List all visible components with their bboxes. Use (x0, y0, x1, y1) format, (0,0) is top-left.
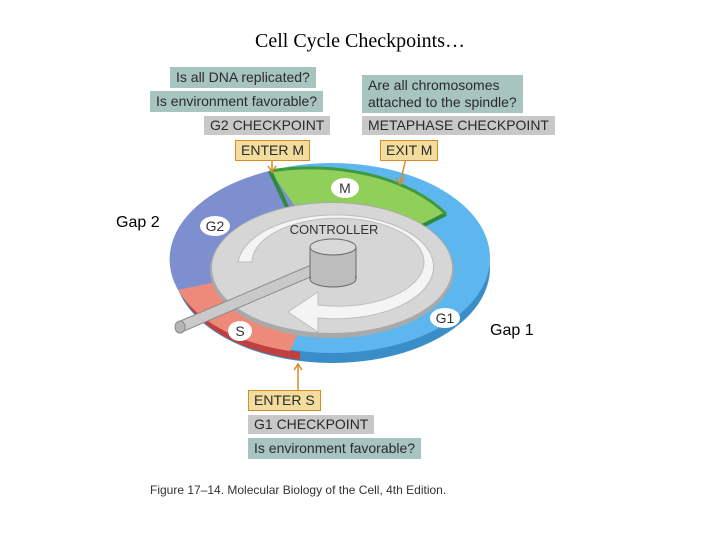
phase-s-label: S (235, 323, 244, 339)
phase-s-badge: S (228, 321, 252, 341)
cycle-arrow (237, 214, 435, 333)
phase-m-label: M (339, 180, 351, 196)
g1-question-environment: Is environment favorable? (248, 438, 422, 459)
enter-s-label: ENTER S (248, 390, 321, 411)
g1-checkpoint-label: G1 CHECKPOINT (248, 415, 375, 434)
gap2-label: Gap 2 (116, 214, 160, 231)
exit-m-label: EXIT M (380, 140, 439, 161)
figure-caption: Figure 17–14. Molecular Biology of the C… (150, 483, 447, 497)
g2-question-dna: Is all DNA replicated? (170, 67, 316, 88)
pointer-lines (267, 157, 407, 390)
enter-m-label: ENTER M (235, 140, 310, 161)
phase-g2-label: G2 (206, 218, 225, 234)
controller-label: CONTROLLER (290, 222, 379, 237)
enter-m-stripe (268, 170, 290, 210)
phase-g1-badge: G1 (430, 308, 460, 328)
metaphase-question-line1: Are all chromosomes (368, 77, 500, 93)
phase-g2-badge: G2 (200, 216, 230, 236)
metaphase-question-line2: attached to the spindle? (368, 94, 517, 110)
metaphase-question: Are all chromosomes attached to the spin… (362, 75, 523, 113)
g2-checkpoint-label: G2 CHECKPOINT (204, 116, 331, 135)
page-title: Cell Cycle Checkpoints… (255, 30, 465, 52)
controller-cylinder (309, 238, 357, 288)
phase-g1-label: G1 (436, 310, 455, 326)
metaphase-checkpoint-label: METAPHASE CHECKPOINT (362, 116, 555, 135)
m-top-edge (269, 166, 448, 216)
g2-question-environment: Is environment favorable? (150, 91, 324, 112)
gap1-label: Gap 1 (490, 322, 534, 339)
phase-m-badge: M (331, 178, 359, 198)
